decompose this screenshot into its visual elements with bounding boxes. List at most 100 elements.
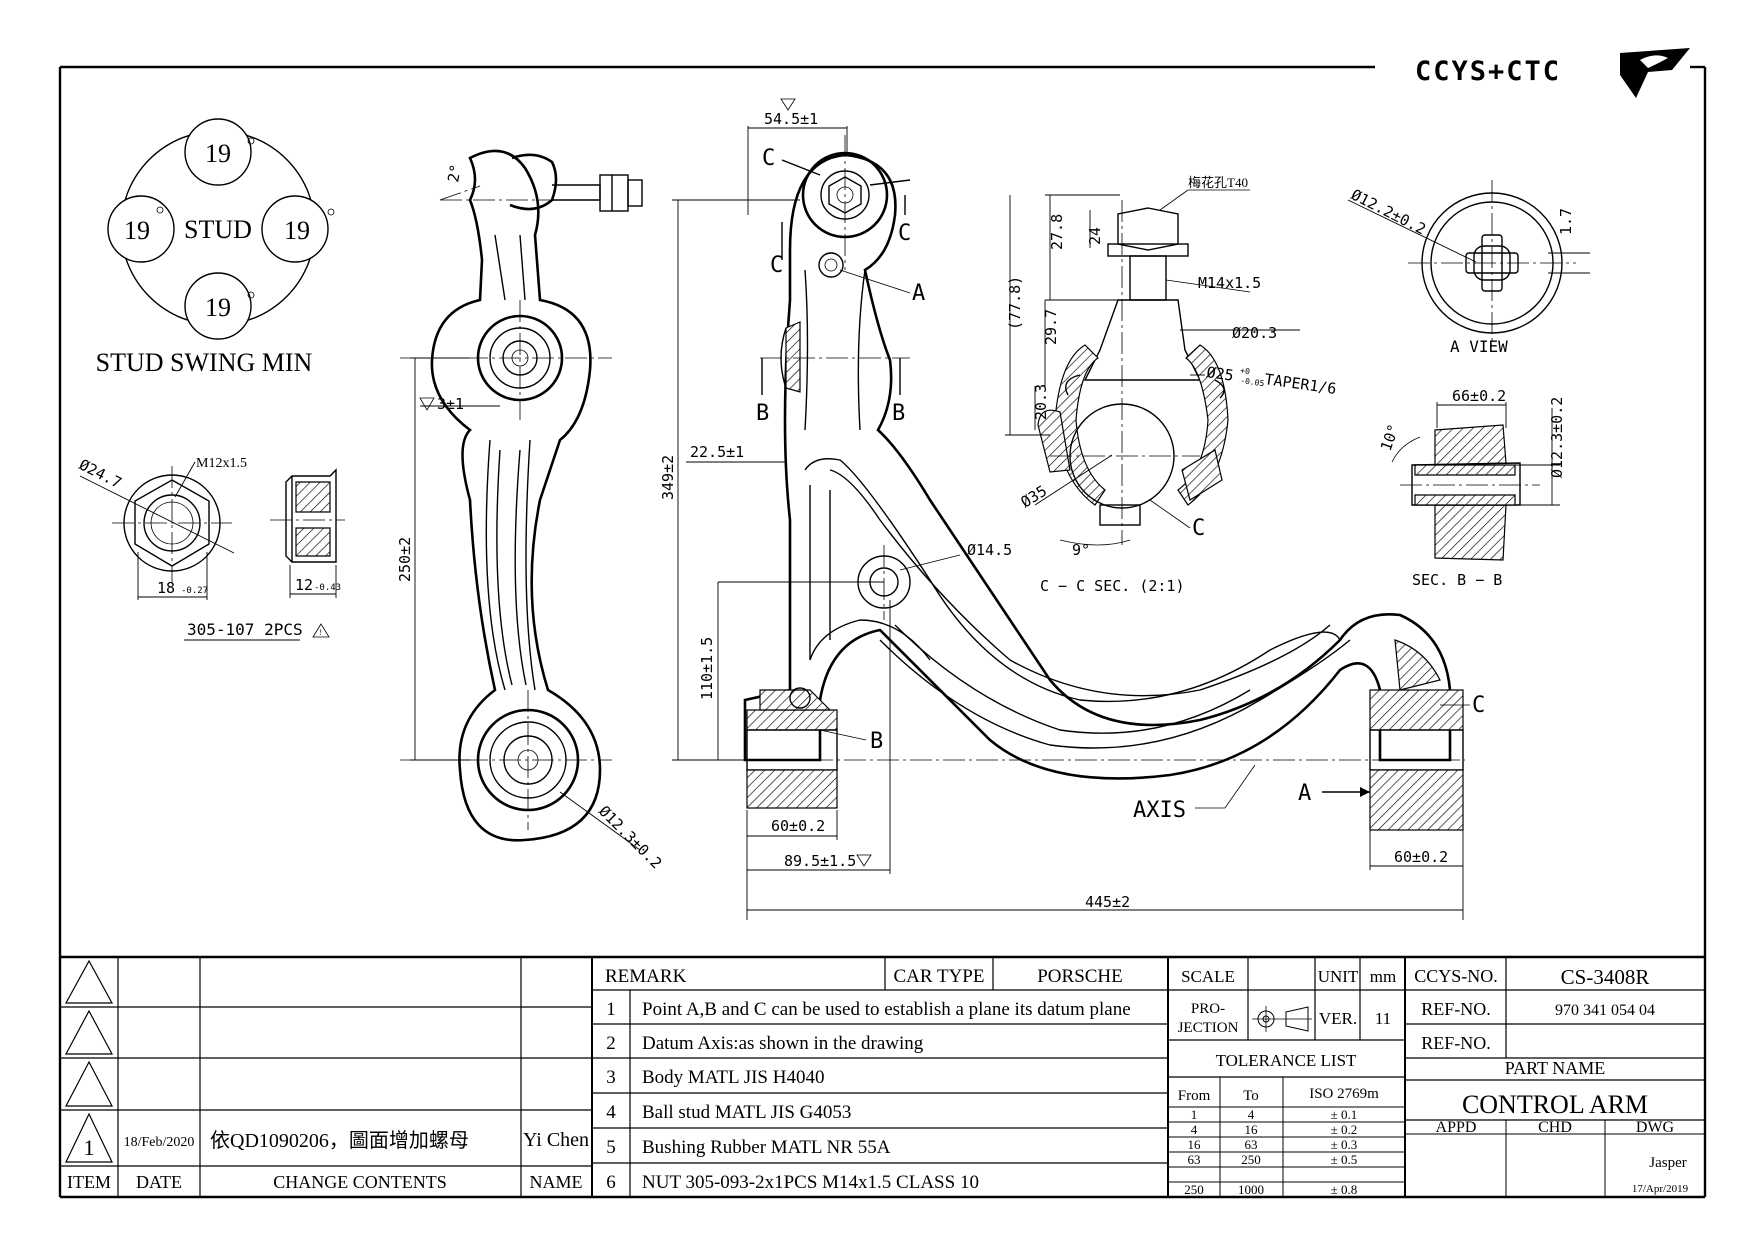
- brand-logo: CCYS+CTC: [1415, 48, 1690, 98]
- revision-table: ITEM DATE CHANGE CONTENTS NAME 1 18/Feb/…: [67, 1129, 589, 1192]
- unit-value: mm: [1370, 967, 1396, 986]
- section-c-angle9: 9°: [1072, 541, 1090, 559]
- swing-angle-left: 19: [124, 216, 150, 245]
- revision-header-item: ITEM: [67, 1172, 111, 1192]
- ref-no-label-1: REF-NO.: [1421, 999, 1491, 1019]
- remark-no-6: 6: [606, 1172, 616, 1193]
- label-a-view: A: [1298, 781, 1311, 806]
- stud-swing-diagram: 19 19 19 19 STUD STUD SWING MIN: [96, 118, 335, 377]
- section-c-27-8: 27.8: [1048, 214, 1066, 250]
- section-c-dia25-tol-u: +0: [1240, 366, 1251, 376]
- tol-row-5-val: ± 0.8: [1331, 1182, 1358, 1197]
- section-c-24: 24: [1086, 227, 1104, 245]
- swing-title: STUD SWING MIN: [96, 348, 313, 377]
- car-type-label: CAR TYPE: [894, 966, 985, 987]
- projection-label-1: PRO-: [1191, 1001, 1225, 1017]
- section-b-dia: Ø12.3±0.2: [1548, 397, 1566, 478]
- main-low-height-dim: 110±1.5: [698, 637, 716, 700]
- title-block: CCYS-NO. CS-3408R REF-NO. 970 341 054 04…: [1414, 965, 1688, 1195]
- revision-row-contents: 依QD1090206，圖面增加螺母: [210, 1129, 469, 1152]
- nut-thread-label: M12x1.5: [196, 456, 247, 471]
- section-c-20-3: 20.3: [1032, 384, 1050, 420]
- a-view-gap: 1.7: [1557, 208, 1575, 235]
- tol-row-4-val: ± 0.5: [1331, 1152, 1358, 1167]
- label-b-left: B: [756, 401, 769, 426]
- tol-row-2-to: 16: [1245, 1122, 1259, 1137]
- tol-row-4-from: 63: [1188, 1152, 1201, 1167]
- section-c-c: 梅花孔T40 27.8 24 (77.8) 29.7 20.3 M14x1.5 …: [1005, 175, 1337, 595]
- revision-row-name: Yi Chen: [523, 1129, 589, 1151]
- label-c-right: C: [898, 221, 911, 246]
- tol-row-1-val: ± 0.1: [1331, 1107, 1358, 1122]
- main-hole-dim: Ø14.5: [967, 541, 1012, 559]
- ccys-no-label: CCYS-NO.: [1414, 966, 1498, 986]
- tol-header-iso: ISO 2769m: [1309, 1086, 1379, 1102]
- label-b-right: B: [892, 401, 905, 426]
- main-height-dim: 349±2: [659, 455, 677, 500]
- tolerance-title: TOLERANCE LIST: [1216, 1051, 1357, 1070]
- revision-row-item: 1: [84, 1135, 95, 1160]
- section-c-point-label: C: [1192, 516, 1205, 541]
- remark-text-5: Bushing Rubber MATL NR 55A: [642, 1137, 891, 1158]
- scale-label: SCALE: [1181, 967, 1235, 986]
- side-angle-label: 2°: [444, 163, 465, 184]
- unit-label: UNIT: [1318, 967, 1359, 986]
- nut-detail: M12x1.5 Ø24.7 18 -0.27 12 -0.43 305-107 …: [76, 456, 345, 641]
- remarks-table: REMARK CAR TYPE PORSCHE 1 Point A,B and …: [605, 966, 1131, 1193]
- remark-no-4: 4: [606, 1102, 616, 1123]
- section-b-b: 66±0.2 Ø12.3±0.2 10° SEC. B − B: [1377, 387, 1566, 589]
- section-c-dia20: Ø20.3: [1232, 324, 1277, 342]
- label-c-left: C: [770, 253, 783, 278]
- tol-row-1-from: 1: [1191, 1107, 1198, 1122]
- remark-label: REMARK: [605, 966, 687, 987]
- section-b-width: 66±0.2: [1452, 387, 1506, 405]
- part-name-value: CONTROL ARM: [1462, 1090, 1648, 1119]
- brand-logo-mark: [1620, 48, 1690, 98]
- revision-header-name: NAME: [530, 1172, 583, 1192]
- chd-label: CHD: [1538, 1119, 1572, 1136]
- section-c-dia35: Ø35: [1018, 482, 1051, 512]
- ver-label: VER.: [1319, 1009, 1357, 1028]
- a-view-title: A VIEW: [1450, 337, 1508, 356]
- nut-across-label: 18: [157, 579, 175, 597]
- section-c-77-8: (77.8): [1006, 276, 1024, 330]
- tol-row-2-from: 4: [1191, 1122, 1198, 1137]
- tol-row-3-to: 63: [1245, 1137, 1258, 1152]
- tol-row-4-to: 250: [1241, 1152, 1261, 1167]
- title-block-grid: [60, 955, 1705, 1197]
- section-b-angle: 10°: [1377, 422, 1403, 454]
- remark-no-5: 5: [606, 1137, 616, 1158]
- projection-label-2: JECTION: [1178, 1020, 1239, 1036]
- label-c-bush: C: [1472, 693, 1485, 718]
- dwg-name: Jasper: [1649, 1155, 1687, 1171]
- nut-side-view: [285, 468, 337, 563]
- swing-angle-bottom: 19: [205, 293, 231, 322]
- remark-no-3: 3: [606, 1067, 616, 1088]
- remark-no-1: 1: [606, 999, 616, 1020]
- a-view-dia: Ø12.2±0.2: [1348, 186, 1429, 239]
- swing-circle-bottom: [184, 272, 252, 340]
- swing-circle-top: [184, 118, 252, 186]
- main-total-dim: 445±2: [1085, 893, 1130, 911]
- label-b-bush: B: [870, 729, 883, 754]
- remark-text-2: Datum Axis:as shown in the drawing: [642, 1033, 924, 1054]
- swing-circle-left: [107, 195, 175, 263]
- ccys-no-value: CS-3408R: [1561, 965, 1650, 989]
- swing-angle-top: 19: [205, 139, 231, 168]
- section-c-t40: 梅花孔T40: [1188, 175, 1248, 190]
- main-top-dim: 54.5±1: [764, 110, 818, 128]
- remark-text-4: Ball stud MATL JIS G4053: [642, 1102, 851, 1123]
- car-type-value: PORSCHE: [1037, 966, 1123, 987]
- main-offset-dim: 22.5±1: [690, 443, 744, 461]
- main-rear-bush-dim: 60±0.2: [1394, 848, 1448, 866]
- tol-row-3-val: ± 0.3: [1331, 1137, 1358, 1152]
- brand-logo-text: CCYS+CTC: [1415, 56, 1561, 87]
- tol-row-5-from: 250: [1184, 1182, 1204, 1197]
- side-view: 250±2 3±1 2° Ø12.3±0.2: [396, 149, 665, 872]
- tol-header-to: To: [1243, 1088, 1259, 1104]
- main-bush-width: 60±0.2: [771, 817, 825, 835]
- tol-row-1-to: 4: [1248, 1107, 1255, 1122]
- tol-header-from: From: [1178, 1088, 1211, 1104]
- section-c-dia25-tol-l: -0.05: [1240, 376, 1265, 388]
